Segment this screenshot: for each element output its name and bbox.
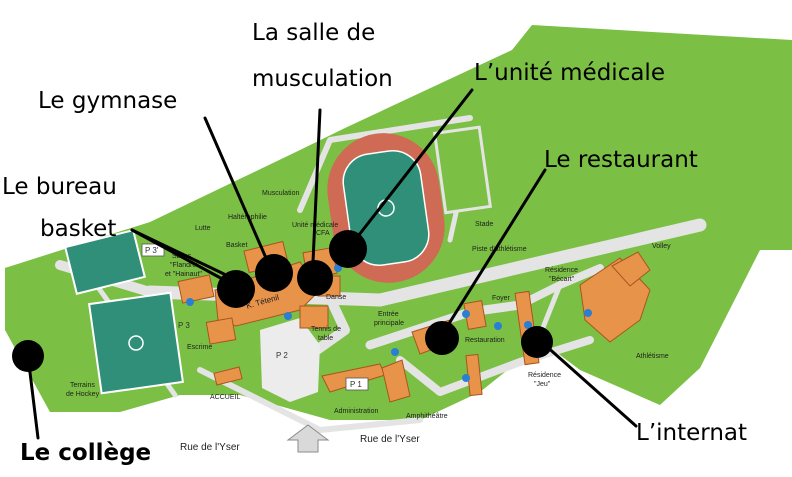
parking-p3prime: P 3' [145,246,159,255]
parking-p1-box [345,377,369,391]
practice-field [432,125,493,215]
info-dot [391,348,399,356]
label-musculation: Musculation [262,190,299,197]
building-volley [611,251,651,287]
parking-p2: P 2 [276,351,288,360]
line-musculation [311,108,322,264]
building-accueil [213,366,243,386]
building-salles [177,274,215,304]
parking-areas: P 3' P 3 P 2 P 1 [141,243,369,391]
label-stade: Stade [475,221,493,228]
label-tennis-1: Tennis de [311,326,341,333]
callout-bureau-line1: Le bureau [2,174,117,200]
marker-unite-medicale [329,230,367,268]
marker-musculation [297,260,333,296]
building-amphitheatre [381,359,411,403]
label-tennis-2: table [318,335,333,342]
info-dot [584,309,592,317]
marker-college [12,340,44,372]
label-residence-jeu-1: Résidence [528,372,561,379]
plaza-circle [260,318,320,402]
label-basket: Basket [226,242,247,249]
line-medical [353,88,474,242]
label-foyer: Foyer [492,295,511,302]
info-dot [524,321,532,329]
label-amphitheatre: Amphithéâtre [406,413,448,420]
label-salles-2: "Flandre" [170,262,199,269]
label-danse: Danse [326,294,346,301]
label-escrime: Escrime [187,344,212,351]
info-dot [494,322,502,330]
label-entree-2: principale [374,320,404,327]
building-tennis [299,305,329,329]
callout-lines [26,88,638,440]
parking-p1: P 1 [350,380,362,389]
entrance-arrow-icon [286,424,330,453]
label-cfa: CFA [316,230,330,237]
info-dots [186,264,592,382]
accueil-road [197,367,423,433]
hockey-court-center-circle [128,335,144,351]
stadium-field [342,149,430,267]
line-internat [543,343,638,428]
callout-bureau-line2: basket [40,216,117,242]
parking-p3prime-box [141,243,165,257]
callout-restaurant: Le restaurant [544,147,698,173]
label-salles-3: et "Hainaut" [165,271,202,278]
info-dot [462,310,470,318]
label-rue-yser-right: Rue de l'Yser [360,434,420,445]
label-residence-becart-2: "Bécart" [549,276,575,283]
north-path [297,115,473,213]
label-entree-1: Entrée [378,311,399,318]
label-volley: Volley [652,243,671,250]
callout-markers [12,230,553,372]
hockey-court-north [64,229,146,295]
marker-internat [521,326,553,358]
label-lutte: Lutte [195,225,211,232]
info-dot [284,312,292,320]
marker-bureau-basket [217,270,255,308]
hockey-court-south [88,291,184,395]
label-terrains-2: de Hockey [66,391,100,398]
parking-p3: P 3 [178,321,190,330]
callout-gymnase: Le gymnase [38,88,178,114]
building-escrime [205,317,237,345]
marker-gymnase [255,254,293,292]
label-athletisme: Athlétisme [636,353,669,360]
info-dot [462,374,470,382]
label-accueil: ACCUEIL [210,394,240,401]
label-residence-jeu-2: "Jeu" [534,381,551,388]
campus-grass-west [5,252,90,412]
label-rue-yser-left: Rue de l'Yser [180,442,240,453]
label-restauration: Restauration [465,337,505,344]
callout-musculation-line2: musculation [252,66,393,92]
line-restaurant [443,168,547,332]
callout-internat: L’internat [636,420,748,446]
line-bureau-b [130,228,226,276]
label-terrains-1: Terrains [70,382,95,389]
campus-grass-southeast [540,330,700,405]
marker-restaurant [425,321,459,355]
label-administration: Administration [334,408,378,415]
callout-musculation-line1: La salle de [252,20,376,46]
label-residence-becart-1: Résidence [545,267,578,274]
info-dot [186,298,194,306]
label-piste: Piste d'athlétisme [472,246,527,253]
line-gymnase [203,116,268,260]
callout-unite-medicale: L’unité médicale [474,60,665,86]
callout-college: Le collège [20,440,152,466]
